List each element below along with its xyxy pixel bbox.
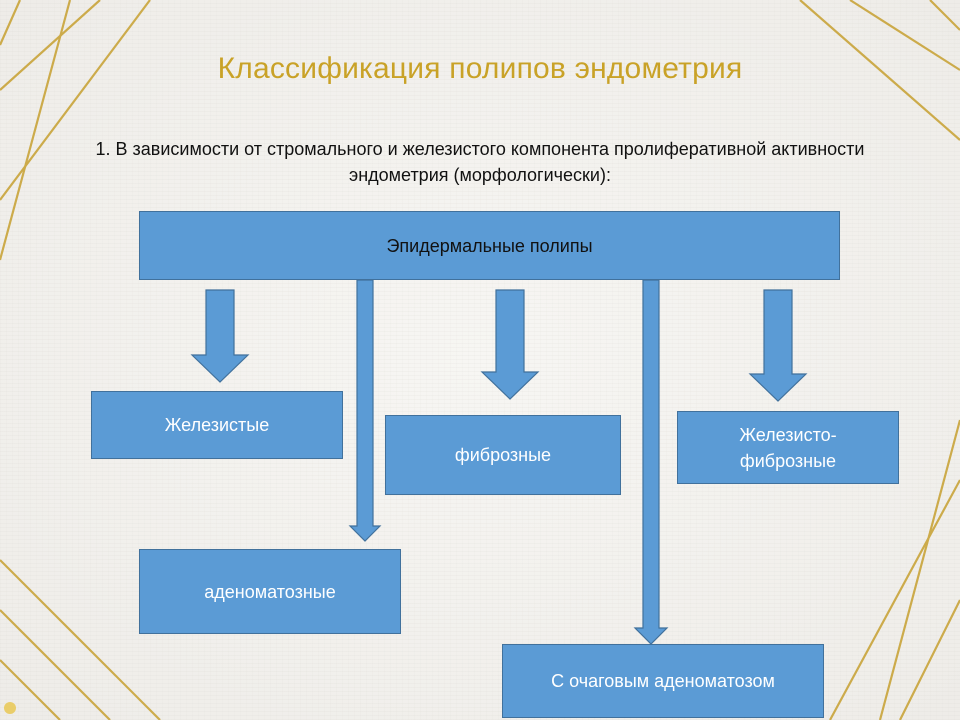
box-glandular-fibrous-label-line2: фиброзные: [739, 450, 837, 471]
arrow-to-glandular: [190, 289, 250, 383]
box-adenomatous: аденоматозные: [139, 549, 401, 634]
arrow-to-fibrous: [480, 289, 540, 400]
arrow-to-focal-adenomatosis: [633, 279, 669, 645]
arrow-to-adenomatous: [348, 279, 382, 542]
box-fibrous-label: фиброзные: [454, 445, 552, 465]
box-glandular-fibrous: Железисто- фиброзные: [677, 411, 899, 484]
slide-subtitle: 1. В зависимости от стромального и желез…: [6, 136, 954, 188]
box-glandular-fibrous-label-line1: Железисто-: [739, 424, 837, 445]
subtitle-line-2: эндометрия (морфологически):: [349, 165, 611, 185]
box-fibrous: фиброзные: [385, 415, 621, 495]
root-box-epidermal-polyps: Эпидермальные полипы: [139, 211, 840, 280]
subtitle-line-1: 1. В зависимости от стромального и желез…: [95, 139, 865, 159]
box-focal-adenomatosis-label: С очаговым аденоматозом: [551, 671, 775, 691]
box-glandular: Железистые: [91, 391, 343, 459]
arrow-to-glandular-fibrous: [748, 289, 808, 402]
box-glandular-label: Железистые: [164, 415, 270, 435]
box-adenomatous-label: аденоматозные: [204, 581, 336, 602]
root-box-label: Эпидермальные полипы: [386, 235, 593, 256]
box-focal-adenomatosis: С очаговым аденоматозом: [502, 644, 824, 718]
slide-title: Классификация полипов эндометрия: [217, 52, 743, 85]
